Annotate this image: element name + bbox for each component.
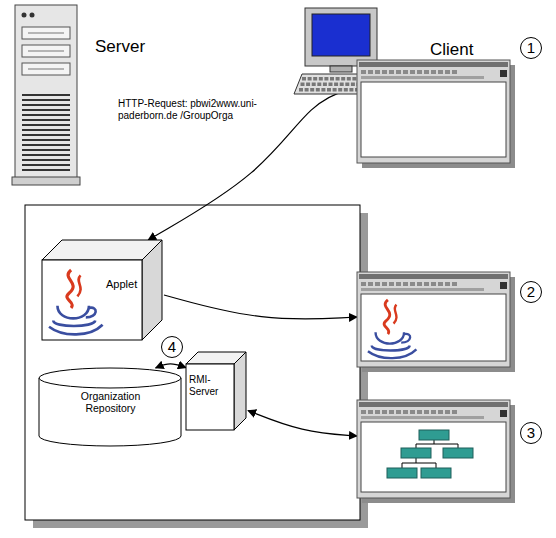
rmi-server-box: RMI-Server: [186, 352, 248, 430]
callout-number: 4: [161, 336, 183, 358]
applet-box: Applet: [42, 240, 164, 340]
container-box: [25, 205, 360, 520]
repository-label: Organization Repository: [38, 390, 183, 414]
java-logo: [368, 300, 416, 358]
node-outline: [42, 240, 164, 340]
browser-window-frame: [357, 272, 515, 372]
node-outline: [357, 400, 515, 503]
client-label: Client: [430, 40, 473, 60]
server-label: Server: [95, 37, 145, 57]
applet-3d-box: [42, 240, 162, 340]
node-outline: [357, 60, 515, 168]
connector-arrow: [248, 411, 357, 437]
text-span: Organization Repository: [71, 390, 151, 414]
repository-cylinder-shape: [39, 368, 181, 446]
browser-window-frame: [357, 400, 515, 503]
connector-arrow: [148, 87, 357, 240]
browser-window: 3: [357, 400, 515, 503]
browser-window: 2: [357, 272, 515, 372]
node-outline: [10, 5, 180, 190]
server-icon: Server: [10, 5, 180, 190]
connector-arrow: [156, 364, 186, 368]
connector-arrow: [164, 295, 357, 319]
callout-number: 3: [520, 422, 542, 444]
server-tower: [12, 5, 80, 185]
callout-number: 1: [520, 37, 542, 59]
repository-cylinder: Organization Repository: [38, 368, 185, 446]
java-logo: [49, 270, 103, 334]
browser-window-frame: [357, 60, 515, 168]
callout-number: 2: [520, 281, 542, 303]
applet-label: Applet: [106, 278, 137, 291]
rmi-label: RMI-Server: [189, 374, 233, 397]
http-request-note: HTTP-Request: pbwi2www.uni-paderborn.de …: [118, 98, 258, 122]
browser-window: 1: [357, 60, 515, 168]
rmi-3d-box: [186, 352, 246, 430]
node-outline: [357, 272, 515, 372]
